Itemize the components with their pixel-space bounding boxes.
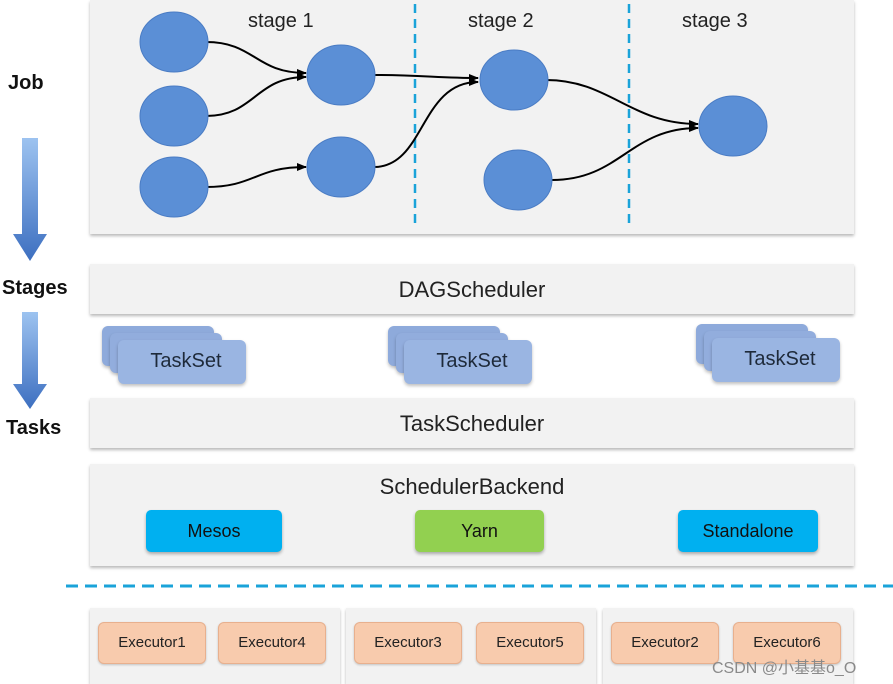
dag-node bbox=[139, 11, 209, 73]
dag-edge bbox=[205, 163, 307, 188]
dag-node bbox=[306, 44, 376, 106]
taskset-1: TaskSet bbox=[102, 326, 246, 384]
scheduler-backend-panel: SchedulerBackend Mesos Yarn Standalone bbox=[90, 464, 854, 566]
executor-box: Executor1 bbox=[98, 622, 206, 664]
dag-node bbox=[479, 49, 549, 111]
dag-graph bbox=[139, 4, 768, 228]
executor-group-1: Executor1 Executor4 bbox=[90, 608, 340, 684]
dag-edge bbox=[373, 73, 479, 82]
taskset-label: TaskSet bbox=[436, 350, 508, 372]
taskset-3: TaskSet bbox=[696, 324, 840, 382]
stages-label: Stages bbox=[2, 277, 68, 299]
dag-node bbox=[306, 136, 376, 198]
cluster-divider bbox=[66, 584, 893, 588]
job-label: Job bbox=[8, 72, 44, 94]
tasks-label: Tasks bbox=[6, 417, 62, 439]
dag-edge bbox=[545, 79, 699, 128]
taskset-2: TaskSet bbox=[388, 326, 532, 384]
dag-edge bbox=[373, 78, 479, 168]
yarn-button[interactable]: Yarn bbox=[415, 510, 544, 552]
dag-scheduler-label: DAGScheduler bbox=[398, 277, 546, 302]
dag-panel: stage 1 stage 2 stage 3 bbox=[90, 0, 854, 234]
standalone-button[interactable]: Standalone bbox=[678, 510, 818, 552]
mesos-button[interactable]: Mesos bbox=[146, 510, 282, 552]
dag-edge bbox=[205, 41, 307, 77]
dag-node bbox=[698, 95, 768, 157]
taskset-label: TaskSet bbox=[744, 348, 816, 370]
executor-group-3: Executor2 Executor6 bbox=[603, 608, 853, 684]
scheduler-backend-label: SchedulerBackend bbox=[379, 474, 565, 499]
watermark: CSDN @小基基o_O bbox=[712, 660, 857, 677]
executor-box: Executor3 bbox=[354, 622, 462, 664]
executor-box: Executor2 bbox=[611, 622, 719, 664]
stage-label-1: stage 1 bbox=[248, 10, 314, 32]
down-arrow-icon bbox=[13, 138, 47, 261]
executor-group-2: Executor3 Executor5 bbox=[346, 608, 596, 684]
down-arrow-icon bbox=[13, 312, 47, 409]
stage-label-3: stage 3 bbox=[682, 10, 748, 32]
dag-scheduler-bar: DAGScheduler bbox=[90, 264, 854, 314]
executor-box: Executor4 bbox=[218, 622, 326, 664]
dag-edge bbox=[205, 73, 307, 117]
executor-box: Executor5 bbox=[476, 622, 584, 664]
task-scheduler-label: TaskScheduler bbox=[399, 411, 545, 436]
task-scheduler-bar: TaskScheduler bbox=[90, 398, 854, 448]
taskset-label: TaskSet bbox=[150, 350, 222, 372]
dag-node bbox=[139, 156, 209, 218]
stage-label-2: stage 2 bbox=[468, 10, 534, 32]
dag-edge bbox=[551, 124, 699, 181]
executor-box: Executor6 bbox=[733, 622, 841, 664]
dag-node bbox=[483, 149, 553, 211]
dag-node bbox=[139, 85, 209, 147]
